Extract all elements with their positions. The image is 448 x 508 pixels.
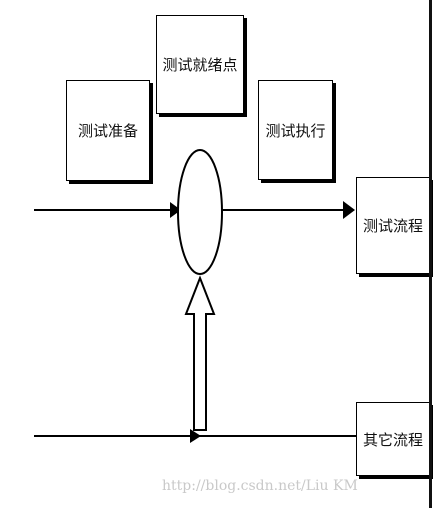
right-edge-border xyxy=(429,0,432,508)
ready-point-circle xyxy=(177,149,223,275)
box-test-flow: 测试流程 xyxy=(356,177,430,274)
box-test-prepare: 测试准备 xyxy=(66,80,150,181)
box-test-execute: 测试执行 xyxy=(258,80,333,180)
top-flow-arrowhead-right xyxy=(343,201,355,219)
box-test-ready: 测试就绪点 xyxy=(156,15,244,114)
top-flow-arrowhead-left xyxy=(170,202,181,218)
box-test-ready-label: 测试就绪点 xyxy=(162,56,238,74)
bottom-flow-arrowhead xyxy=(190,429,201,443)
box-other-flow-label: 其它流程 xyxy=(362,430,423,449)
box-other-flow: 其它流程 xyxy=(356,402,430,476)
box-test-execute-label: 测试执行 xyxy=(265,121,326,140)
box-test-flow-label: 测试流程 xyxy=(362,217,423,235)
watermark-text: http://blog.csdn.net/Liu KM xyxy=(162,478,358,494)
hollow-up-arrow xyxy=(184,275,216,431)
box-test-prepare-label: 测试准备 xyxy=(77,122,138,140)
